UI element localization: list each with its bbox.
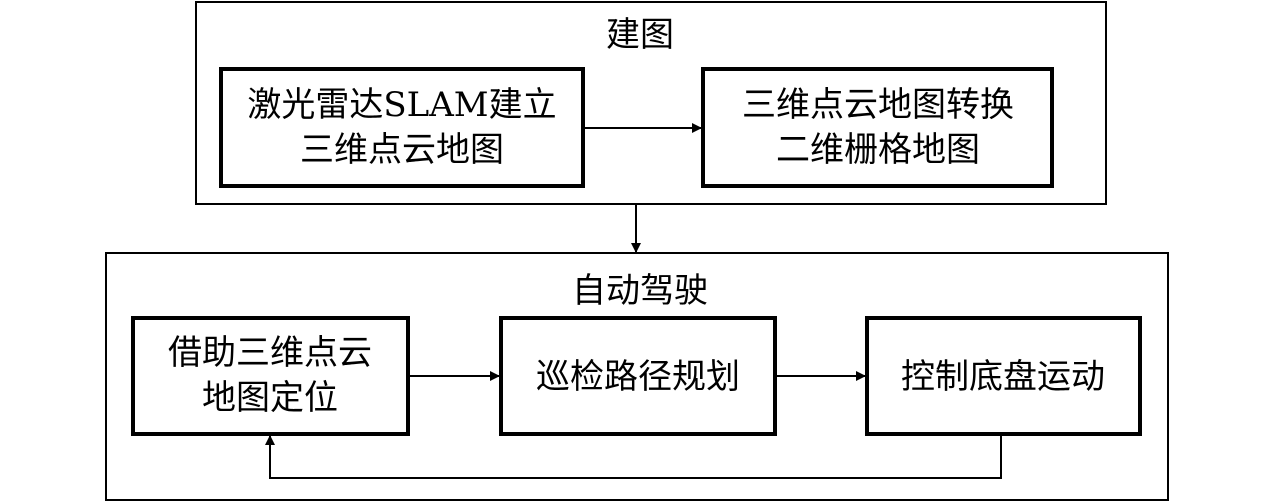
- node-convert: 三维点云地图转换 二维栅格地图: [701, 67, 1054, 188]
- node-plan: 巡检路径规划: [499, 316, 777, 436]
- group-driving-title: 自动驾驶: [572, 271, 708, 311]
- group-driving-frame: [105, 252, 1169, 501]
- node-plan-box: [499, 316, 777, 436]
- node-convert-line-2: 二维栅格地图: [776, 130, 980, 170]
- node-slam: 激光雷达SLAM建立 三维点云地图: [219, 67, 585, 188]
- node-convert-line-1: 三维点云地图转换: [742, 85, 1014, 125]
- group-mapping-title: 建图: [606, 15, 674, 55]
- node-localize-box: [131, 316, 410, 436]
- node-slam-line-2: 三维点云地图: [300, 130, 504, 170]
- node-control: 控制底盘运动: [865, 316, 1142, 436]
- node-localize-line-2: 地图定位: [202, 378, 338, 418]
- arrow-control-feedback-to-localize: [265, 434, 1002, 479]
- node-localize: 借助三维点云 地图定位: [131, 316, 410, 436]
- node-slam-box: [219, 67, 585, 188]
- node-localize-line-1: 借助三维点云: [168, 333, 372, 373]
- node-plan-line-1: 巡检路径规划: [536, 357, 740, 397]
- node-control-box: [865, 316, 1142, 436]
- group-mapping-frame: [195, 1, 1107, 205]
- group-driving: 自动驾驶: [105, 252, 1169, 501]
- node-convert-box: [701, 67, 1054, 188]
- node-slam-line-1: 激光雷达SLAM建立: [247, 85, 556, 125]
- node-control-line-1: 控制底盘运动: [901, 357, 1105, 397]
- group-mapping: 建图: [195, 1, 1107, 205]
